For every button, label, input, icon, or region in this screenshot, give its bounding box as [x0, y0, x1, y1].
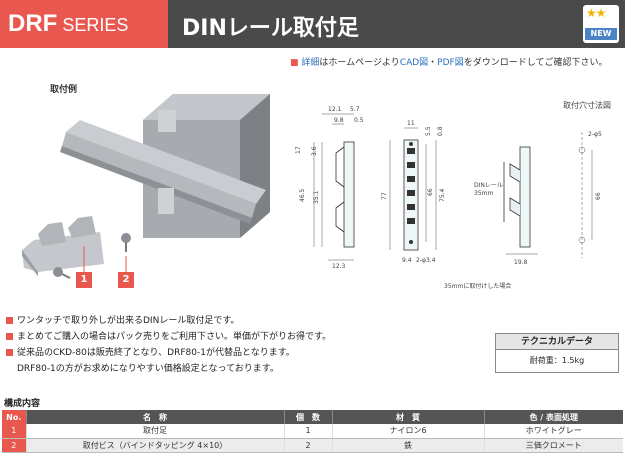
- feature-list: ワンタッチで取り外しが出来るDINレール取付足です。 まとめてご購入の場合はパッ…: [6, 313, 331, 377]
- col-header-name: 名 称: [25, 410, 284, 424]
- dim-66: 66: [427, 188, 434, 196]
- dim-17: 17: [295, 146, 302, 154]
- notice-marker: ■: [290, 58, 299, 68]
- cell-no: 1: [2, 424, 26, 439]
- dim-9-4: 9.4: [402, 257, 412, 264]
- technical-data-title: テクニカルデータ: [496, 334, 618, 350]
- dim-5-7: 5.7: [350, 106, 360, 113]
- cad-link[interactable]: CAD図: [399, 58, 429, 68]
- table-row: 1 取付足 1 ナイロン6 ホワイトグレー: [2, 424, 623, 439]
- technical-drawing: 12.1 5.7 9.8 0.5 17 3.6 46.5 35.1 12.3 1…: [295, 106, 602, 290]
- dim-0-8: 0.8: [437, 126, 444, 136]
- series-name: DRF SERIES: [8, 10, 129, 37]
- cell-material: ナイロン6: [331, 424, 484, 439]
- cell-material: 鉄: [331, 438, 484, 453]
- title-banner: DINレール取付足: [168, 0, 625, 48]
- cell-color: 三価クロメート: [483, 438, 623, 453]
- dim-12-1: 12.1: [328, 106, 342, 113]
- cell-qty: 2: [283, 438, 332, 453]
- dim-3-6: 3.6: [311, 146, 318, 156]
- cell-name: 取付足: [25, 424, 284, 439]
- cell-no: 2: [2, 438, 26, 453]
- part-tag-2: 2: [118, 272, 134, 288]
- list-item: まとめてご購入の場合はパック売りをご利用下さい。単価が下がりお得です。: [6, 329, 331, 345]
- dim-46-5: 46.5: [299, 188, 306, 202]
- load-capacity: 耐荷重：1.5kg: [529, 356, 585, 365]
- list-item: 従来品のCKD-80は販売終了となり、DRF80-1が代替品となります。: [6, 345, 331, 361]
- col-header-qty: 個 数: [283, 410, 332, 424]
- dim-19-8: 19.8: [514, 259, 528, 266]
- photo-label: 取付例: [50, 85, 78, 95]
- cell-qty: 1: [283, 424, 332, 439]
- cell-color: ホワイトグレー: [483, 424, 623, 439]
- table-header-row: No. 名 称 個 数 材 質 色 / 表面処理: [2, 410, 623, 424]
- technical-data-box: テクニカルデータ 耐荷重：1.5kg: [495, 333, 619, 373]
- stars-icon: ★★: [586, 6, 606, 20]
- list-item: DRF80-1の方がお求めになりやすい価格設定となっております。: [17, 364, 279, 374]
- list-item: ワンタッチで取り外しが出来るDINレール取付足です。: [6, 313, 331, 329]
- mounting-note: 35mmに取付けした場合: [444, 282, 511, 290]
- new-label: NEW: [585, 28, 617, 40]
- dim-35-1: 35.1: [313, 190, 320, 204]
- dim-66-hole: 66: [595, 192, 602, 200]
- parts-table: No. 名 称 個 数 材 質 色 / 表面処理 1 取付足 1 ナイロン6 ホ…: [2, 410, 623, 453]
- dim-2-phi-3-4: 2-φ3.4: [416, 257, 436, 264]
- col-header-material: 材 質: [331, 410, 484, 424]
- cell-name: 取付ビス（バインドタッピング 4×10）: [25, 438, 284, 453]
- hole-dimension-label: 取付穴寸法図: [563, 101, 611, 110]
- dim-0-5: 0.5: [354, 117, 364, 124]
- download-notice: ■ 詳細はホームページよりCAD図・PDF図をダウンロードしてご確認下さい。: [290, 58, 608, 68]
- din-rail-label: DINレール: [474, 182, 503, 189]
- details-link[interactable]: 詳細: [301, 58, 320, 68]
- dim-9-8: 9.8: [334, 117, 344, 124]
- din-rail-size-label: 35mm: [474, 190, 493, 197]
- parts-table-title: 構成内容: [4, 399, 41, 409]
- dim-5-5: 5.5: [425, 126, 432, 136]
- dim-77: 77: [381, 192, 388, 200]
- col-header-no: No.: [2, 410, 26, 424]
- new-badge: ★★ NEW: [583, 5, 619, 43]
- series-banner: DRF SERIES: [0, 0, 168, 48]
- page-header: DRF SERIES DINレール取付足 ★★ NEW: [0, 0, 625, 48]
- dim-12-3: 12.3: [332, 263, 346, 270]
- part-tag-1: 1: [76, 272, 92, 288]
- pdf-link[interactable]: PDF図: [437, 58, 464, 68]
- product-photo: [22, 94, 270, 279]
- dim-75-4: 75.4: [439, 188, 446, 202]
- table-row: 2 取付ビス（バインドタッピング 4×10） 2 鉄 三価クロメート: [2, 438, 623, 453]
- page-title: DINレール取付足: [182, 16, 359, 41]
- dim-11: 11: [407, 120, 415, 127]
- dim-2-phi-5: 2-φ5: [588, 131, 602, 138]
- col-header-color: 色 / 表面処理: [483, 410, 623, 424]
